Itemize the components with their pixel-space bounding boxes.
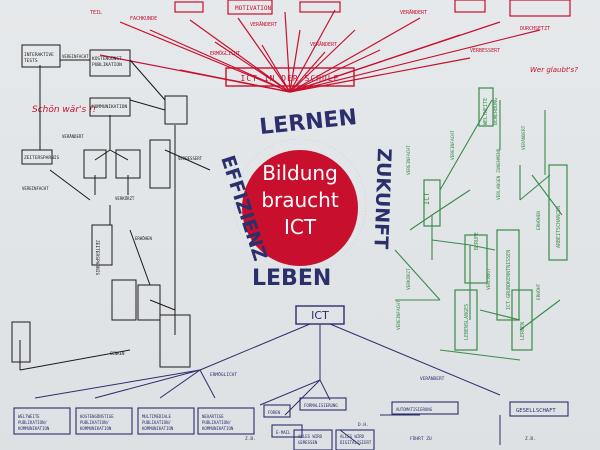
svg-text:KOMMUNIKATION: KOMMUNIKATION [92, 104, 128, 110]
svg-text:KOSTENGÜNST.: KOSTENGÜNST. [92, 55, 125, 62]
green-branch-boxes [423, 87, 568, 351]
svg-text:ERHÖHT: ERHÖHT [535, 283, 542, 300]
center-title-2: braucht [261, 188, 339, 212]
svg-text:AUTOMATISIERUNG: AUTOMATISIERUNG [396, 407, 433, 412]
green-node-labels: ICT BERUFE ICT-GRUNDKENNTNISSEN ARBEITSC… [423, 98, 562, 340]
svg-text:VERBESSERT: VERBESSERT [178, 156, 203, 161]
black-branch-boxes [11, 44, 191, 368]
svg-text:VERLANGT: VERLANGT [486, 268, 492, 290]
svg-text:PUBLIKATION: PUBLIKATION [92, 62, 122, 68]
svg-text:ZEITERSPARNIS: ZEITERSPARNIS [24, 155, 60, 161]
black-edge-labels: VEREINFACHT VERÄNDERT VERKÜRZT ERHÖHEN VER… [22, 54, 203, 356]
svg-text:PUBLIKATION/: PUBLIKATION/ [18, 420, 47, 425]
red-small-labels: TEIL FACHKUNDE VERÄNDERT VERÄNDERT VERÄNDE… [90, 9, 550, 57]
black-branch-lines [19, 59, 211, 371]
svg-text:VERBESSERT: VERBESSERT [470, 48, 500, 54]
svg-text:ALLES WIRD: ALLES WIRD [340, 434, 365, 439]
ring-word-lernen: LERNEN [258, 105, 358, 140]
svg-text:GEMESSEN: GEMESSEN [298, 440, 318, 445]
navy-edge-labels: ERMÖGLICHT VERÄNDERT FÜHRT ZU Z.B. D.H. Z.B… [210, 371, 536, 442]
center-title-1: Bildung [262, 161, 338, 185]
svg-text:NEUARTIGE: NEUARTIGE [202, 414, 224, 419]
svg-text:VEREINFACHT: VEREINFACHT [62, 54, 89, 59]
svg-text:ERMÖGLICHT: ERMÖGLICHT [210, 50, 240, 57]
svg-text:PUBLIKATION/: PUBLIKATION/ [80, 420, 109, 425]
svg-text:PUBLIKATION/: PUBLIKATION/ [202, 420, 231, 425]
svg-text:E-MAIL: E-MAIL [276, 430, 291, 435]
svg-text:ERHÖHEN: ERHÖHEN [135, 236, 152, 241]
svg-text:FÜHRT ZU: FÜHRT ZU [410, 435, 432, 442]
svg-text:WELTWEITE: WELTWEITE [18, 414, 40, 419]
svg-text:KOSTENGÜNSTIGE: KOSTENGÜNSTIGE [80, 414, 114, 419]
svg-text:Z.B.: Z.B. [245, 436, 256, 442]
svg-text:PUBLIKATION/: PUBLIKATION/ [142, 420, 171, 425]
svg-text:LEBENSLANGES: LEBENSLANGES [464, 304, 470, 340]
ring-word-leben: LEBEN [252, 266, 331, 291]
svg-text:SENKEN: SENKEN [110, 351, 125, 356]
svg-text:KOMMUNIKATION: KOMMUNIKATION [202, 426, 234, 431]
svg-text:VERLANGEN ZUNEHMEND: VERLANGEN ZUNEHMEND [496, 148, 502, 200]
navy-root-node: ICT [295, 305, 345, 325]
svg-text:FORMALISIERUNG: FORMALISIERUNG [304, 403, 338, 408]
center-circle [242, 150, 358, 266]
svg-text:Z.B.: Z.B. [525, 436, 536, 442]
svg-text:VERKÜRZT: VERKÜRZT [405, 268, 412, 290]
svg-text:KOMMUNIKATION: KOMMUNIKATION [80, 426, 112, 431]
svg-text:ARBEITSCHANCEN: ARBEITSCHANCEN [556, 206, 562, 248]
svg-text:KOMMUNIKATION: KOMMUNIKATION [18, 426, 50, 431]
svg-text:VERÄNDERT: VERÄNDERT [400, 9, 427, 16]
svg-text:KOMMUNIKATION: KOMMUNIKATION [142, 426, 174, 431]
svg-text:BERUFE: BERUFE [474, 232, 480, 250]
navy-branch-lines [34, 323, 501, 446]
svg-text:ICT: ICT [423, 192, 431, 205]
svg-text:INTERAKTIVE: INTERAKTIVE [24, 52, 54, 58]
svg-text:VERÄNDERT: VERÄNDERT [62, 134, 84, 139]
navy-root-label: ICT [311, 309, 329, 322]
red-margin-note: Schön wär's !! [32, 105, 96, 115]
svg-text:LERNEN: LERNEN [520, 322, 526, 340]
svg-text:VEREINFACHT: VEREINFACHT [22, 186, 49, 191]
red-label-motivation: MOTIVATION [235, 5, 272, 12]
svg-text:DURCHSETZT: DURCHSETZT [520, 26, 550, 32]
red-root-node: ICT IN DER SCHULE [225, 67, 355, 87]
svg-text:D.H.: D.H. [358, 422, 369, 428]
svg-text:DIGITALISIERT: DIGITALISIERT [340, 440, 372, 445]
svg-text:VERÄNDERT: VERÄNDERT [420, 375, 445, 382]
svg-text:BEWERBUNG: BEWERBUNG [493, 98, 499, 125]
svg-text:VEREINFACHT: VEREINFACHT [450, 130, 456, 160]
svg-text:ALLES WIRD: ALLES WIRD [298, 434, 323, 439]
red-branch-boxes [174, 0, 571, 17]
svg-text:MULTIMEDIALE: MULTIMEDIALE [142, 414, 171, 419]
svg-text:FACHKUNDE: FACHKUNDE [130, 16, 157, 22]
svg-text:VERÄNDERT: VERÄNDERT [520, 125, 527, 150]
green-branch-lines [394, 99, 563, 361]
green-note: Wer glaubt's? [530, 66, 578, 74]
svg-text:TEIL: TEIL [90, 10, 102, 16]
center-title-3: ICT [284, 215, 317, 239]
svg-text:VERKÜRZT: VERKÜRZT [115, 196, 135, 201]
svg-text:GESELLSCHAFT: GESELLSCHAFT [516, 408, 556, 414]
svg-text:VEREINFACHT: VEREINFACHT [396, 300, 402, 330]
svg-text:FOREN: FOREN [268, 410, 281, 415]
navy-branch-boxes [13, 397, 569, 450]
svg-text:ICT-GRUNDKENNTNISSEN: ICT-GRUNDKENNTNISSEN [506, 250, 512, 310]
svg-text:ERMÖGLICHT: ERMÖGLICHT [210, 371, 237, 378]
svg-text:ERHÖHEN: ERHÖHEN [535, 211, 542, 230]
svg-text:VERÄNDERT: VERÄNDERT [310, 41, 337, 48]
svg-text:TESTS: TESTS [24, 58, 38, 64]
svg-text:VERÄNDERT: VERÄNDERT [250, 21, 277, 28]
svg-text:VEREINFACHT: VEREINFACHT [406, 145, 412, 175]
svg-text:ZEITERSPARNIS: ZEITERSPARNIS [94, 240, 100, 276]
ring-word-zukunft: ZUKUNFT [369, 148, 395, 250]
red-root-label: ICT IN DER SCHULE [241, 74, 340, 83]
green-edge-labels: VEREINFACHT VEREINFACHT VERÄNDERT ERHÖHE… [396, 125, 542, 330]
red-branch-lines [99, 9, 541, 93]
svg-text:WELTWEITE: WELTWEITE [483, 98, 489, 125]
